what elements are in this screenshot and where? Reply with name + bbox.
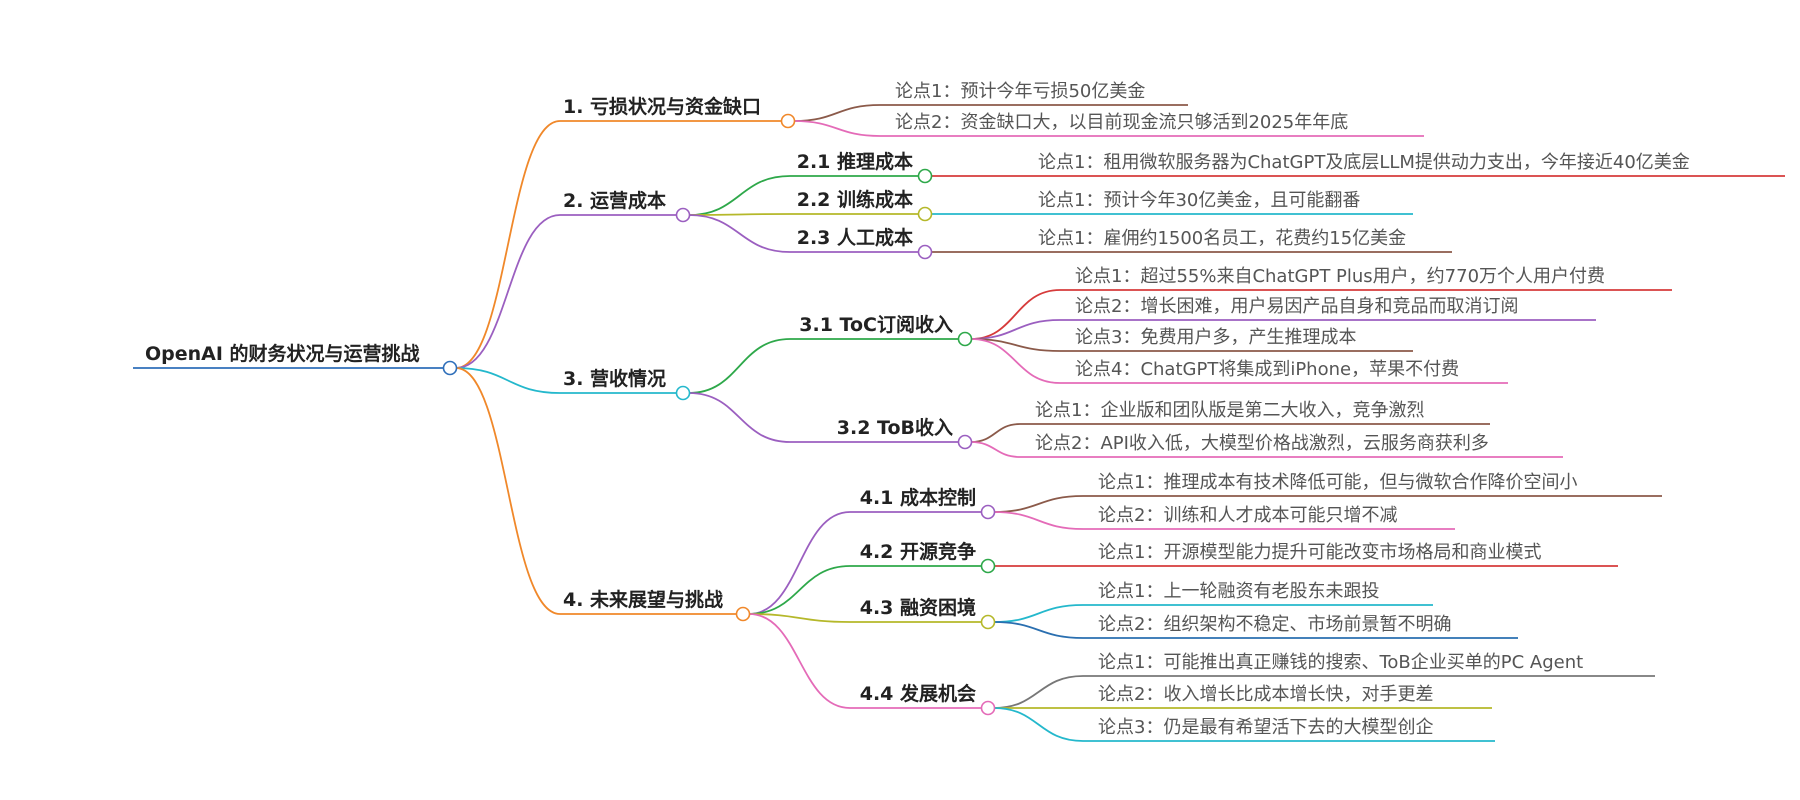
branch-link-2 [455,214,561,369]
branch-link-4 [455,367,561,615]
sub-node-b4s3[interactable] [980,614,996,630]
branch-1-leaf-label-2: 论点2：资金缺口大，以目前现金流只够活到2025年年底 [895,112,1348,133]
sub-b4s1-leaf-link-1 [993,495,1084,513]
sub-b3s1-leaf-link-4 [970,338,1061,384]
sub-b3s1-leaf-link-3 [970,338,1061,352]
branch-node-3[interactable] [675,385,691,401]
sub-node-b4s1[interactable] [980,504,996,520]
sub-b4s4-leaf-link-3 [993,707,1084,742]
branch-node-1[interactable] [780,113,796,129]
branch-link-1 [455,120,561,369]
sub-node-b4s4[interactable] [980,700,996,716]
sub-label-b4s3: 4.3 融资困境 [860,596,976,619]
mindmap-nodes: OpenAI 的财务状况与运营挑战 1. 亏损状况与资金缺口 论点1：预计今年亏损5… [145,81,1690,738]
sub-b3s2-leaf-label-2: 论点2：API收入低，大模型价格战激烈，云服务商获利多 [1035,433,1489,454]
mindmap-links [133,104,1785,742]
sub-b4s3-leaf-label-2: 论点2：组织架构不稳定、市场前景暂不明确 [1098,614,1451,635]
sub-node-b3s2[interactable] [957,434,973,450]
branch-node-4[interactable] [735,606,751,622]
sub-node-b2s1[interactable] [917,168,933,184]
sub-b3s1-leaf-link-1 [970,289,1061,340]
branch-label-1: 1. 亏损状况与资金缺口 [563,95,761,118]
sub-link-b4s1 [748,511,851,615]
sub-label-b2s3: 2.3 人工成本 [797,226,913,249]
branch-1-leaf-label-1: 论点1：预计今年亏损50亿美金 [895,81,1145,102]
sub-link-b4s2 [748,565,851,615]
sub-link-b3s2 [688,392,791,443]
branch-label-4: 4. 未来展望与挑战 [563,588,723,611]
sub-node-b2s3[interactable] [917,244,933,260]
root-label: OpenAI 的财务状况与运营挑战 [145,342,420,365]
sub-label-b2s1: 2.1 推理成本 [797,150,913,173]
sub-link-b2s1 [688,175,791,216]
root-node[interactable] [442,360,458,376]
sub-label-b4s1: 4.1 成本控制 [860,486,976,509]
sub-b2s3-leaf-label-1: 论点1：雇佣约1500名员工，花费约15亿美金 [1038,228,1406,249]
branch-label-2: 2. 运营成本 [563,189,666,212]
sub-label-b3s2: 3.2 ToB收入 [837,416,953,439]
sub-link-b2s2 [688,213,791,216]
sub-b4s4-leaf-label-2: 论点2：收入增长比成本增长快，对手更差 [1098,684,1433,705]
sub-b4s1-leaf-label-2: 论点2：训练和人才成本可能只增不减 [1098,505,1397,526]
sub-b2s2-leaf-label-1: 论点1：预计今年30亿美金，且可能翻番 [1038,190,1360,211]
sub-label-b4s2: 4.2 开源竞争 [860,540,976,563]
sub-label-b2s2: 2.2 训练成本 [797,188,913,211]
sub-b4s4-leaf-link-1 [993,675,1084,709]
branch-link-3 [455,367,561,394]
sub-b2s1-leaf-label-1: 论点1：租用微软服务器为ChatGPT及底层LLM提供动力支出，今年接近40亿美… [1038,152,1690,173]
sub-label-b3s1: 3.1 ToC订阅收入 [799,313,953,336]
sub-label-b4s4: 4.4 发展机会 [860,682,976,705]
sub-b3s1-leaf-label-3: 论点3：免费用户多，产生推理成本 [1075,327,1356,348]
sub-b3s1-leaf-label-1: 论点1：超过55%来自ChatGPT Plus用户，约770万个人用户付费 [1075,266,1605,287]
sub-b4s3-leaf-label-1: 论点1：上一轮融资有老股东未跟投 [1098,581,1379,602]
branch-1-leaf-link-1 [793,104,881,122]
sub-link-b4s4 [748,613,851,709]
sub-node-b2s2[interactable] [917,206,933,222]
sub-link-b3s1 [688,338,791,394]
sub-b3s1-leaf-label-2: 论点2：增长困难，用户易因产品自身和竞品而取消订阅 [1075,296,1518,317]
sub-b3s2-leaf-link-1 [970,423,1021,443]
branch-1-leaf-link-2 [793,120,881,137]
branch-node-2[interactable] [675,207,691,223]
sub-b4s4-leaf-label-1: 论点1：可能推出真正赚钱的搜索、ToB企业买单的PC Agent [1098,652,1583,673]
branch-label-3: 3. 营收情况 [563,367,666,390]
sub-b4s3-leaf-link-1 [993,604,1084,623]
sub-b3s2-leaf-link-2 [970,441,1021,458]
sub-b4s1-leaf-label-1: 论点1：推理成本有技术降低可能，但与微软合作降价空间小 [1098,472,1577,493]
sub-b4s2-leaf-label-1: 论点1：开源模型能力提升可能改变市场格局和商业模式 [1098,542,1541,563]
sub-b3s1-leaf-label-4: 论点4：ChatGPT将集成到iPhone，苹果不付费 [1075,359,1459,380]
sub-node-b4s2[interactable] [980,558,996,574]
sub-node-b3s1[interactable] [957,331,973,347]
sub-b3s1-leaf-link-2 [970,319,1061,340]
sub-b4s1-leaf-link-2 [993,511,1084,530]
sub-b3s2-leaf-label-1: 论点1：企业版和团队版是第二大收入，竞争激烈 [1035,400,1424,421]
sub-link-b2s3 [688,214,791,253]
sub-link-b4s3 [748,613,851,623]
sub-b4s3-leaf-link-2 [993,621,1084,639]
sub-b4s4-leaf-label-3: 论点3：仍是最有希望活下去的大模型创企 [1098,717,1433,738]
